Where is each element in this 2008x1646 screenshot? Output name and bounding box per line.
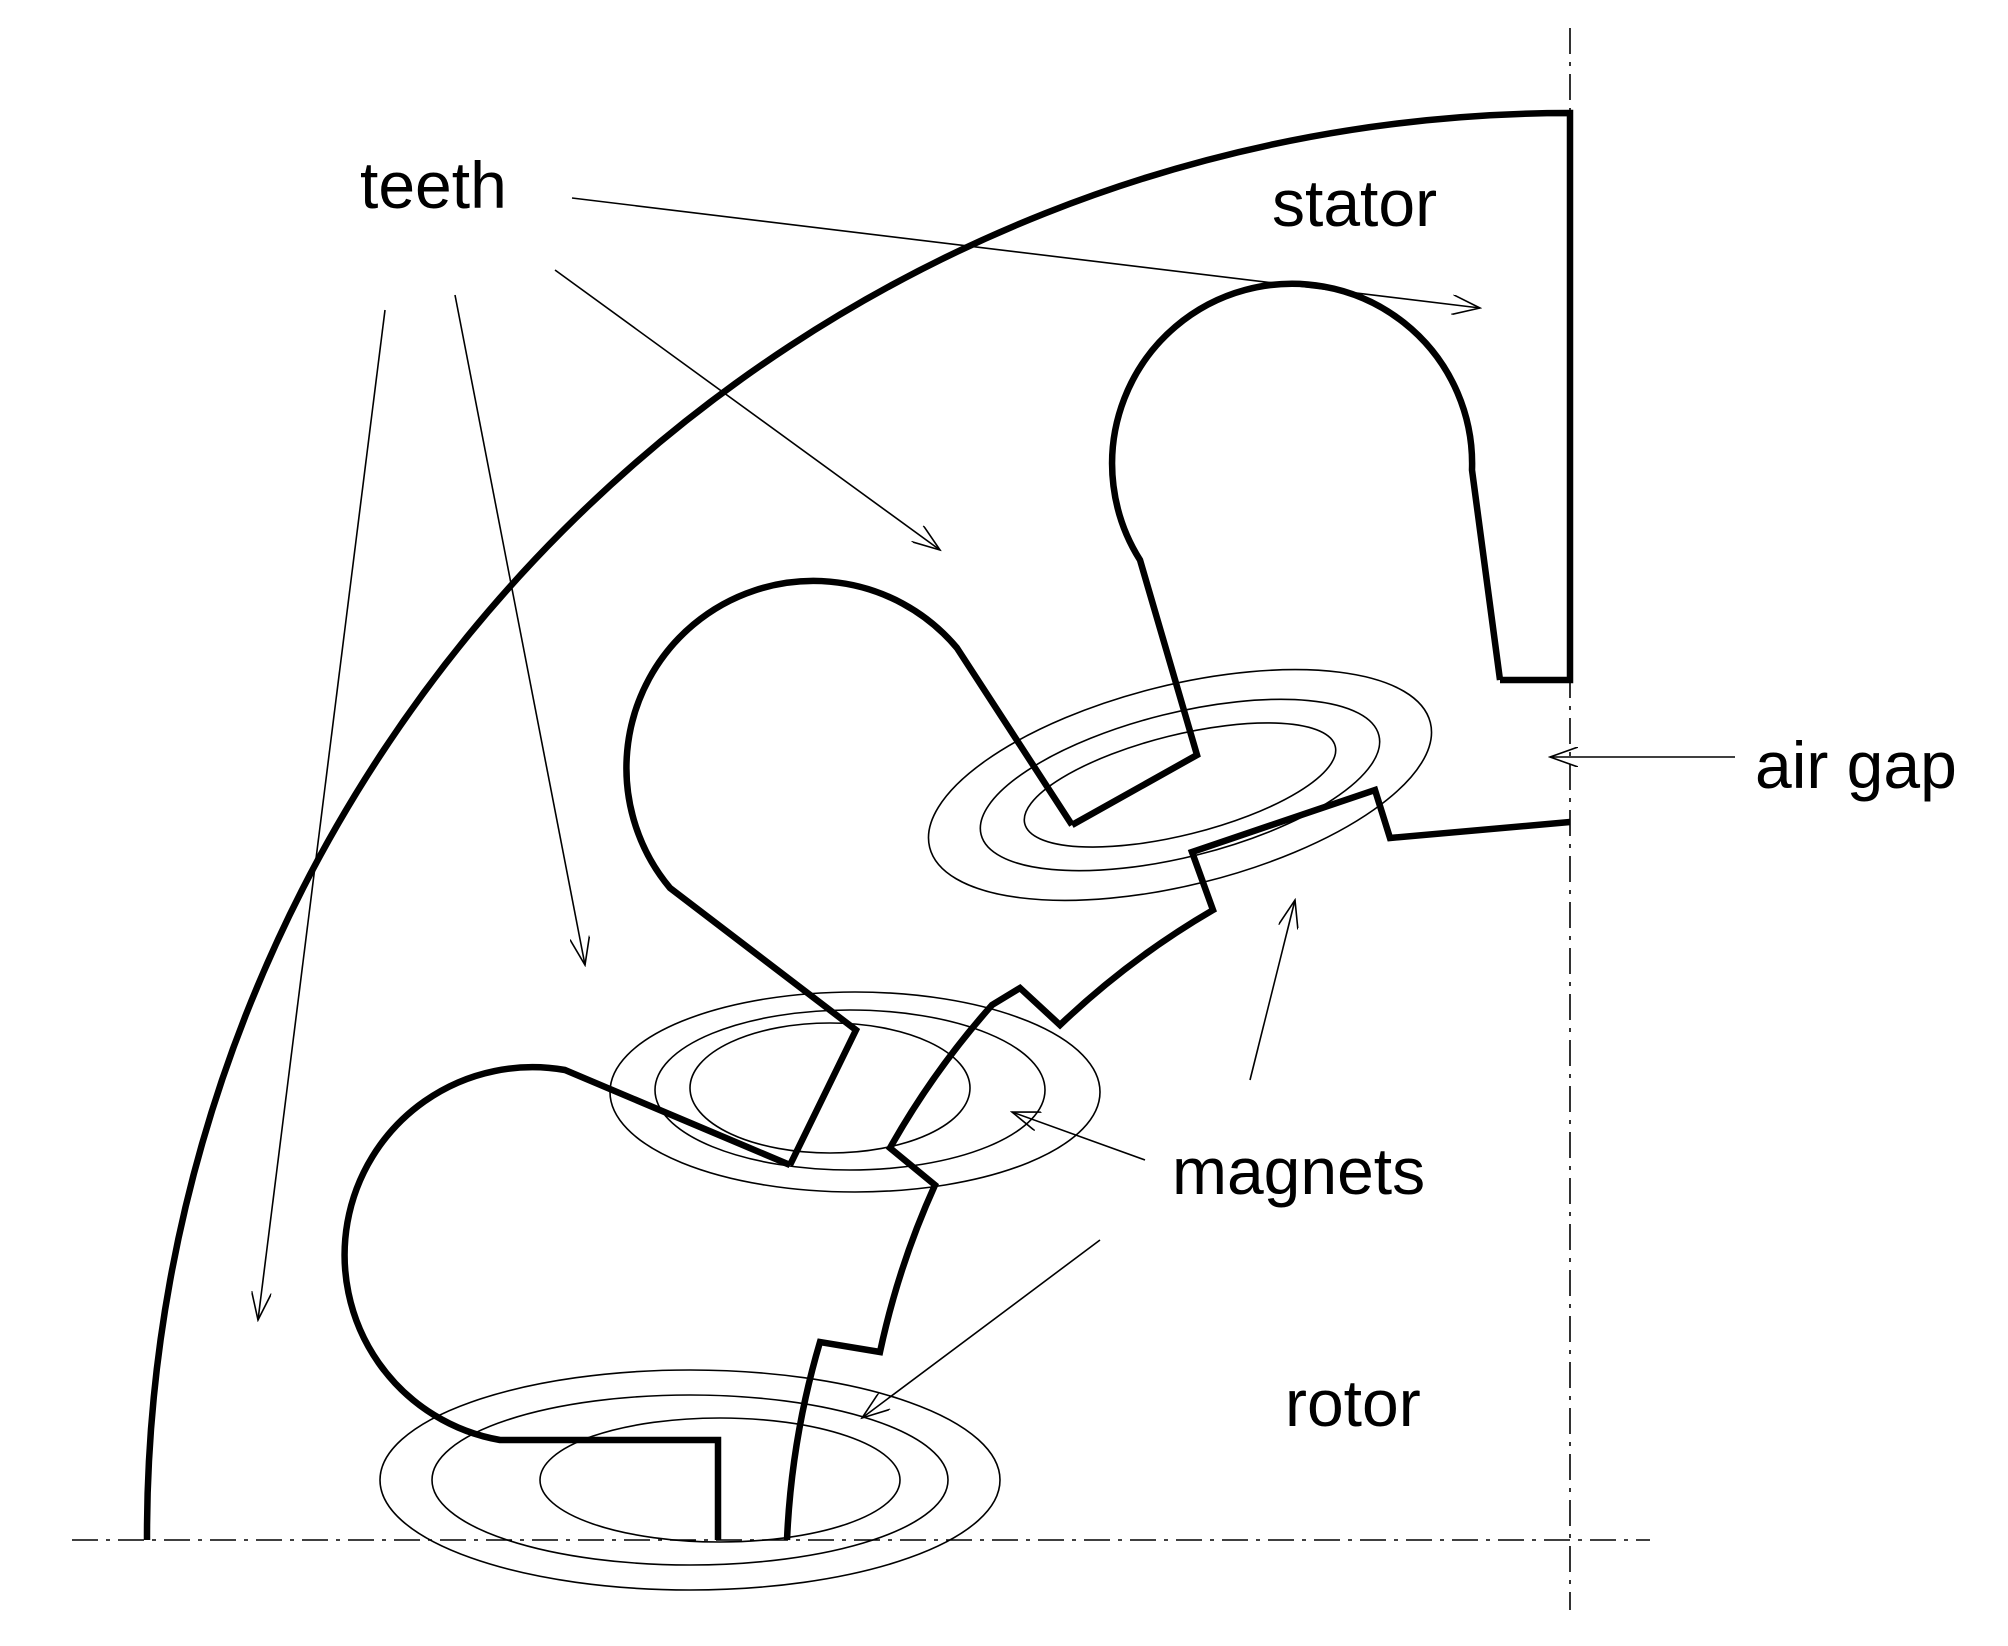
stator-slot-right [1070,280,1504,828]
flux-lines-lower [379,1369,1001,1591]
air-gap-label: air gap [1755,728,1957,802]
teeth-arrow-1 [571,197,1480,308]
teeth-arrow-2 [554,269,940,550]
teeth-label: teeth [360,148,507,222]
stator-outline [143,109,1574,1541]
stator-slot-middle [623,577,1075,1167]
magnets-arrow-1 [1249,900,1295,1081]
rotor-label: rotor [1285,1366,1421,1440]
flux-lines-upper [927,668,1433,902]
magnets-arrow-3 [862,1239,1101,1418]
flux-lines-middle [609,991,1101,1193]
magnets-arrow-2 [1012,1112,1146,1161]
stator-slot-lower [341,1063,792,1540]
teeth-arrow-4 [258,309,386,1320]
teeth-arrow-3 [454,294,585,965]
magnets-label: magnets [1172,1134,1426,1208]
stator-label: stator [1272,166,1438,240]
